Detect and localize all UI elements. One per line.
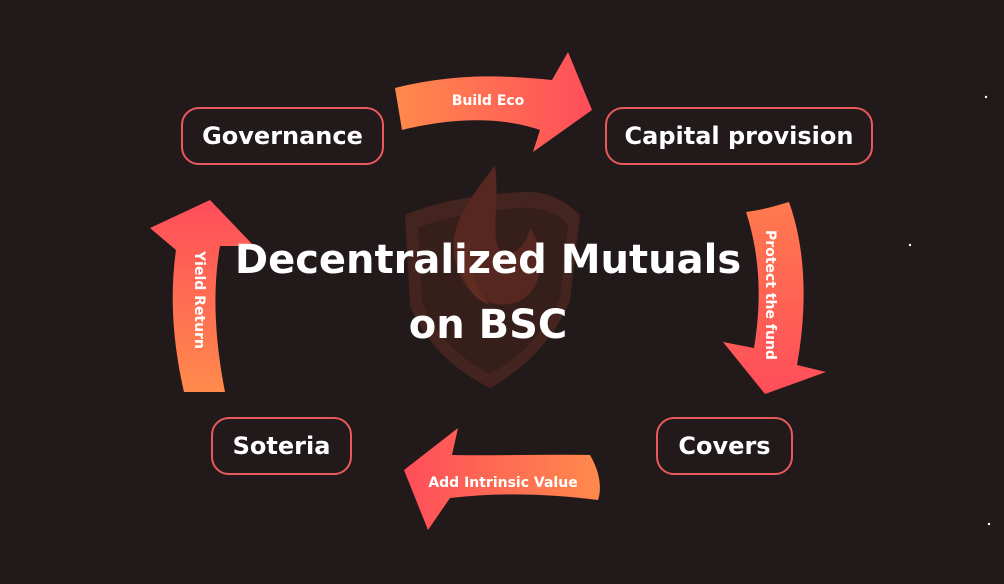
diagram-title-line-2: on BSC [408, 302, 568, 348]
arrow-protect-the-fund [723, 202, 826, 394]
arrow-yield-return [150, 200, 254, 392]
star-dot [908, 243, 912, 247]
arrow-build-eco [395, 52, 592, 152]
node-soteria: Soteria [211, 417, 352, 475]
arrow-label-yield-return: Yield Return [191, 250, 207, 349]
flame-shield-icon [405, 165, 580, 388]
arrow-label-protect-the-fund: Protect the fund [762, 230, 778, 360]
diagram-title-line-1: Decentralized Mutuals [234, 237, 742, 283]
arrow-label-add-intrinsic-value: Add Intrinsic Value [428, 475, 577, 491]
node-capital-provision: Capital provision [605, 107, 873, 165]
node-covers: Covers [656, 417, 793, 475]
star-dot [984, 95, 988, 99]
star-dot [987, 522, 991, 526]
background-stars [908, 95, 991, 526]
arrow-label-build-eco: Build Eco [452, 93, 525, 109]
node-governance: Governance [181, 107, 384, 165]
arrow-add-intrinsic-value [404, 428, 600, 530]
